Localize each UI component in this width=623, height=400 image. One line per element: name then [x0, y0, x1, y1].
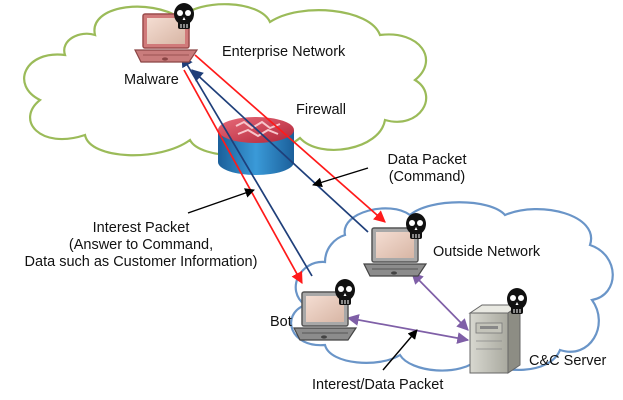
callout-arrow-interest-packet: [187, 188, 255, 214]
firewall-icon: [218, 117, 294, 175]
interest-arrow-malware-to-bot: [183, 69, 303, 285]
data-packet-line1: Data Packet: [387, 152, 467, 168]
enterprise-network-label: Enterprise Network: [222, 44, 346, 60]
interest-arrow-malware-to-outside: [194, 54, 386, 223]
cc-server-label: C&C Server: [529, 353, 607, 369]
interest-packet-line2: (Answer to Command,: [68, 237, 214, 253]
outside-laptop-icon: [363, 227, 428, 277]
bot-laptop-icon: [293, 291, 358, 341]
enterprise-cloud-icon: [23, 3, 428, 157]
data-packet-label: Data Packet (Command): [372, 152, 482, 186]
outside-network-label: Outside Network: [433, 244, 541, 260]
data-arrow-bot-to-malware: [181, 54, 313, 277]
server-icon: [468, 304, 522, 374]
firewall-label: Firewall: [296, 102, 346, 118]
data-arrow-outside-to-malware: [191, 69, 369, 233]
data-packet-line2: (Command): [388, 169, 466, 185]
malware-label: Malware: [124, 72, 179, 88]
callout-arrow-data-packet: [312, 167, 369, 188]
interest-packet-line3: Data such as Customer Information): [24, 254, 258, 270]
skull-icon: [335, 279, 355, 305]
callout-arrow-interest-data: [382, 329, 418, 371]
skull-icon: [507, 288, 527, 314]
interest-packet-line1: Interest Packet: [92, 220, 190, 236]
skull-icon: [406, 213, 426, 239]
interest-data-packet-label: Interest/Data Packet: [312, 377, 444, 393]
cc-link-bot: [346, 314, 470, 344]
interest-packet-label: Interest Packet (Answer to Command, Data…: [4, 220, 278, 271]
bot-label: Bot: [270, 314, 292, 330]
skull-icon: [174, 3, 194, 29]
